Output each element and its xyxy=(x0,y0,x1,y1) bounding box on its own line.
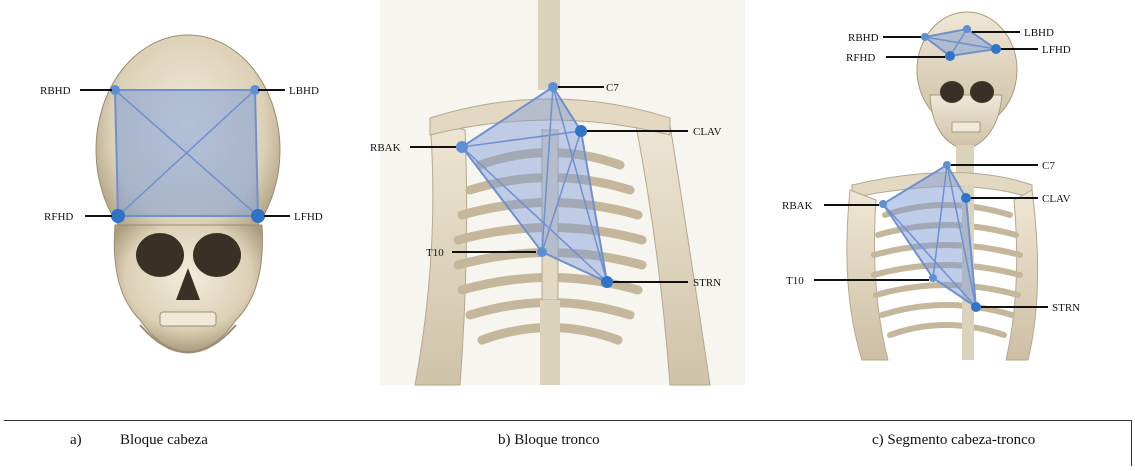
marker-t10 xyxy=(537,247,547,257)
label-rbak: RBAK xyxy=(782,200,813,212)
left-orbit xyxy=(970,81,994,103)
caption-a-letter: a) xyxy=(70,432,82,449)
label-strn: STRN xyxy=(693,277,721,289)
left-orbit xyxy=(136,233,184,277)
panel-trunk-block: C7 CLAV RBAK T10 STRN xyxy=(370,0,760,400)
label-strn: STRN xyxy=(1052,302,1080,314)
marker-rbak xyxy=(879,200,887,208)
label-t10: T10 xyxy=(426,247,444,259)
label-lbhd: LBHD xyxy=(289,85,319,97)
skull-illustration: RBHD LBHD RFHD LFHD xyxy=(0,0,380,400)
marker-rfhd xyxy=(111,209,125,223)
marker-lbhd xyxy=(963,25,971,33)
marker-clav xyxy=(575,125,587,137)
right-orbit xyxy=(193,233,241,277)
marker-t10 xyxy=(929,274,937,282)
lumbar-spine xyxy=(540,300,560,385)
label-rbhd: RBHD xyxy=(848,32,879,44)
marker-rbak xyxy=(456,141,468,153)
label-c7: C7 xyxy=(1042,160,1055,172)
label-rbak: RBAK xyxy=(370,142,401,154)
caption-a: Bloque cabeza xyxy=(120,432,208,449)
ribcage-illustration: C7 CLAV RBAK T10 STRN xyxy=(370,0,760,400)
label-lfhd: LFHD xyxy=(1042,44,1071,56)
label-clav: CLAV xyxy=(693,126,722,138)
panel-head-block: RBHD LBHD RFHD LFHD xyxy=(0,0,380,400)
caption-b: b) Bloque tronco xyxy=(498,432,600,449)
marker-lfhd xyxy=(251,209,265,223)
marker-lfhd xyxy=(991,44,1001,54)
cervical-spine xyxy=(538,0,560,90)
label-rbhd: RBHD xyxy=(40,85,71,97)
marker-strn xyxy=(601,276,613,288)
marker-rfhd xyxy=(945,51,955,61)
cervical-spine xyxy=(956,145,974,175)
teeth xyxy=(160,312,216,326)
label-lfhd: LFHD xyxy=(294,211,323,223)
skeleton-illustration: RBHD LBHD RFHD LFHD C7 CLAV RBAK T10 STR… xyxy=(770,0,1135,400)
panel-head-trunk-segment: RBHD LBHD RFHD LFHD C7 CLAV RBAK T10 STR… xyxy=(770,0,1135,400)
marker-rbhd xyxy=(921,33,929,41)
marker-c7 xyxy=(548,82,558,92)
label-t10: T10 xyxy=(786,275,804,287)
marker-c7 xyxy=(943,161,951,169)
caption-c: c) Segmento cabeza-tronco xyxy=(872,432,1035,449)
teeth xyxy=(952,122,980,132)
label-rfhd: RFHD xyxy=(846,52,875,64)
marker-strn xyxy=(971,302,981,312)
right-orbit xyxy=(940,81,964,103)
label-c7: C7 xyxy=(606,82,619,94)
label-lbhd: LBHD xyxy=(1024,27,1054,39)
marker-clav xyxy=(961,193,971,203)
label-rfhd: RFHD xyxy=(44,211,73,223)
label-clav: CLAV xyxy=(1042,193,1071,205)
